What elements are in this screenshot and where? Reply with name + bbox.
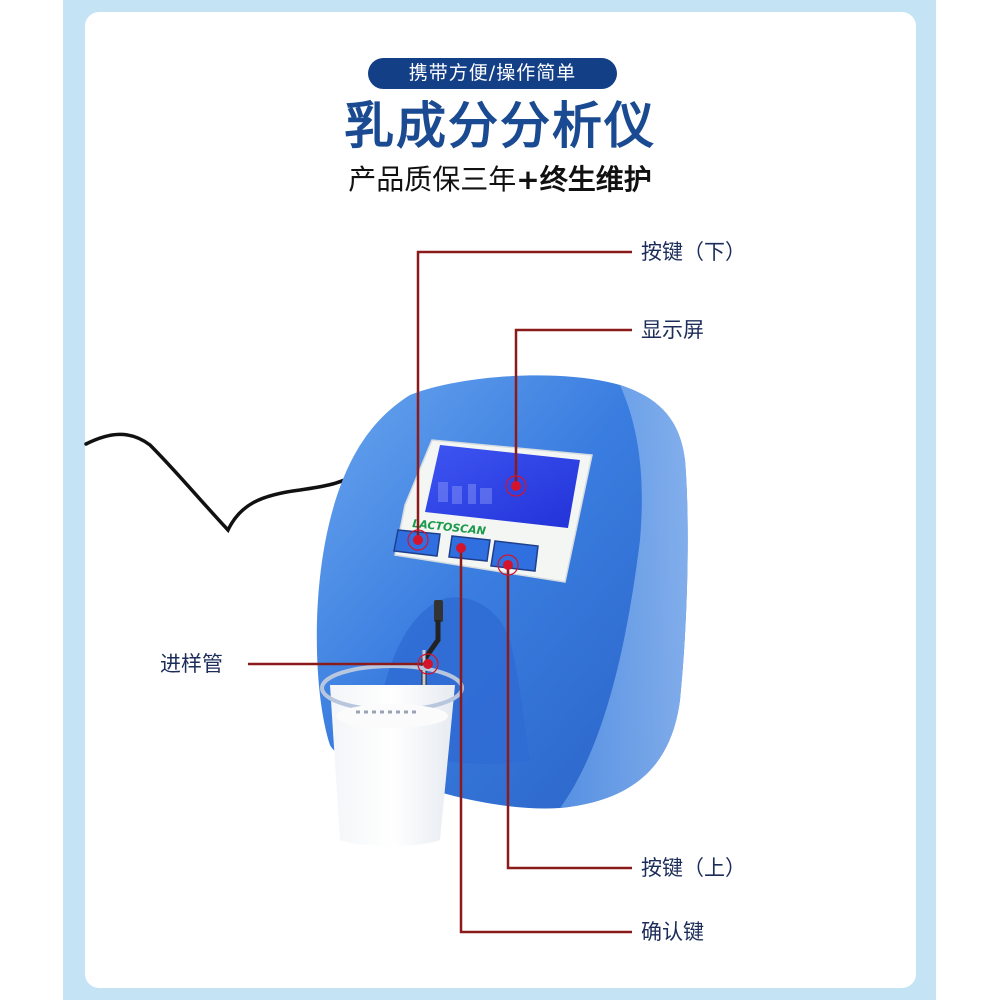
button-up-key	[490, 540, 539, 572]
callout-line-button-down	[416, 250, 632, 540]
callout-label-sample-tube: 进样管	[160, 652, 223, 676]
confirm-key-button	[448, 535, 491, 562]
warranty-text: 产品质保三年	[348, 163, 517, 196]
control-panel: LACTOSCAN	[393, 439, 593, 583]
callout-line-display	[514, 328, 632, 486]
feature-badge: 携带方便/操作简单	[368, 58, 617, 89]
callout-label-button-down: 按键（下）	[641, 240, 746, 264]
page-title: 乳成分分析仪	[344, 97, 656, 155]
lcd-screen	[425, 445, 580, 528]
warranty-subtitle: 产品质保三年+终生维护	[300, 160, 700, 200]
callout-label-display: 显示屏	[641, 318, 704, 342]
callout-lines	[248, 250, 632, 934]
callout-label-button-up: 按键（上）	[641, 856, 746, 880]
power-cable	[84, 432, 354, 534]
callout-line-button-up	[506, 565, 632, 870]
milk-cup	[320, 664, 464, 846]
callout-dots	[407, 475, 527, 675]
lifetime-maintenance-text: +终生维护	[516, 163, 652, 196]
callout-label-confirm-key: 确认键	[641, 920, 704, 944]
callout-line-confirm-key	[459, 548, 632, 934]
